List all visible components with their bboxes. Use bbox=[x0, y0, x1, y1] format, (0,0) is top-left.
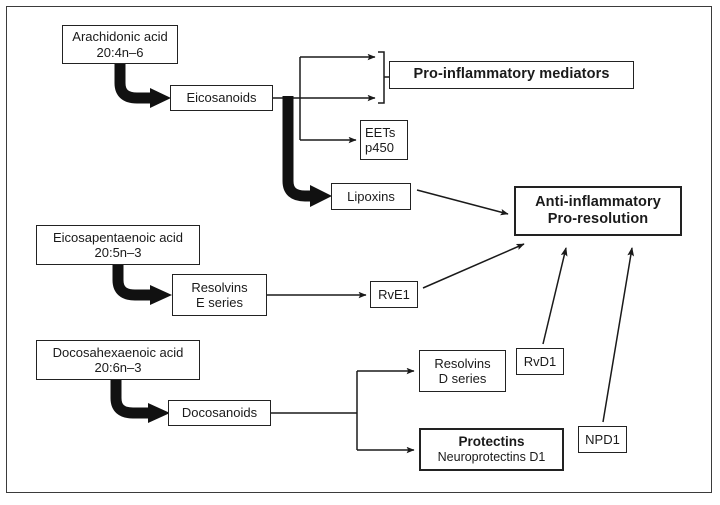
node-sublabel: 20:4n–6 bbox=[96, 44, 144, 60]
node-sublabel: Neuroprotectins D1 bbox=[437, 450, 546, 465]
node-label: Resolvins bbox=[191, 279, 248, 295]
node-label: NPD1 bbox=[585, 431, 620, 447]
node-arachidonic-acid[interactable]: Arachidonic acid 20:4n–6 bbox=[62, 25, 178, 64]
node-label: Arachidonic acid bbox=[72, 29, 168, 45]
node-label: Eicosanoids bbox=[186, 90, 257, 106]
node-docosanoids[interactable]: Docosanoids bbox=[168, 400, 271, 426]
node-label: Docosanoids bbox=[181, 405, 258, 421]
node-eicosanoids[interactable]: Eicosanoids bbox=[170, 85, 273, 111]
node-label: Protectins bbox=[458, 434, 525, 450]
node-label: Lipoxins bbox=[347, 188, 395, 204]
node-sublabel: p450 bbox=[365, 140, 394, 155]
node-sublabel: D series bbox=[438, 371, 487, 386]
node-rvd1[interactable]: RvD1 bbox=[516, 348, 564, 375]
node-label: EETs bbox=[365, 124, 396, 140]
node-label: Anti-inflammatory bbox=[535, 193, 661, 210]
node-npd1[interactable]: NPD1 bbox=[578, 426, 627, 453]
node-label: Pro-inflammatory mediators bbox=[413, 66, 610, 83]
node-sublabel: 20:6n–3 bbox=[94, 360, 142, 375]
node-docosahexaenoic-acid[interactable]: Docosahexaenoic acid 20:6n–3 bbox=[36, 340, 200, 380]
node-resolvins-e-series[interactable]: Resolvins E series bbox=[172, 274, 267, 316]
node-lipoxins[interactable]: Lipoxins bbox=[331, 183, 411, 210]
node-eicosapentaenoic-acid[interactable]: Eicosapentaenoic acid 20:5n–3 bbox=[36, 225, 200, 265]
node-label: RvE1 bbox=[378, 286, 410, 302]
node-sublabel: E series bbox=[196, 295, 243, 310]
node-rve1[interactable]: RvE1 bbox=[370, 281, 418, 308]
node-sublabel: 20:5n–3 bbox=[94, 245, 142, 260]
node-anti-inflammatory-pro-resolution[interactable]: Anti-inflammatory Pro-resolution bbox=[514, 186, 682, 236]
node-pro-inflammatory-mediators[interactable]: Pro-inflammatory mediators bbox=[389, 61, 634, 89]
node-eets-p450[interactable]: EETs p450 bbox=[360, 120, 408, 160]
node-protectins[interactable]: Protectins Neuroprotectins D1 bbox=[419, 428, 564, 471]
node-label: Resolvins bbox=[434, 355, 491, 371]
node-sublabel: Pro-resolution bbox=[547, 211, 649, 227]
node-label: Docosahexaenoic acid bbox=[52, 344, 184, 360]
node-resolvins-d-series[interactable]: Resolvins D series bbox=[419, 350, 506, 392]
node-label: Eicosapentaenoic acid bbox=[52, 229, 184, 245]
node-label: RvD1 bbox=[523, 353, 557, 369]
